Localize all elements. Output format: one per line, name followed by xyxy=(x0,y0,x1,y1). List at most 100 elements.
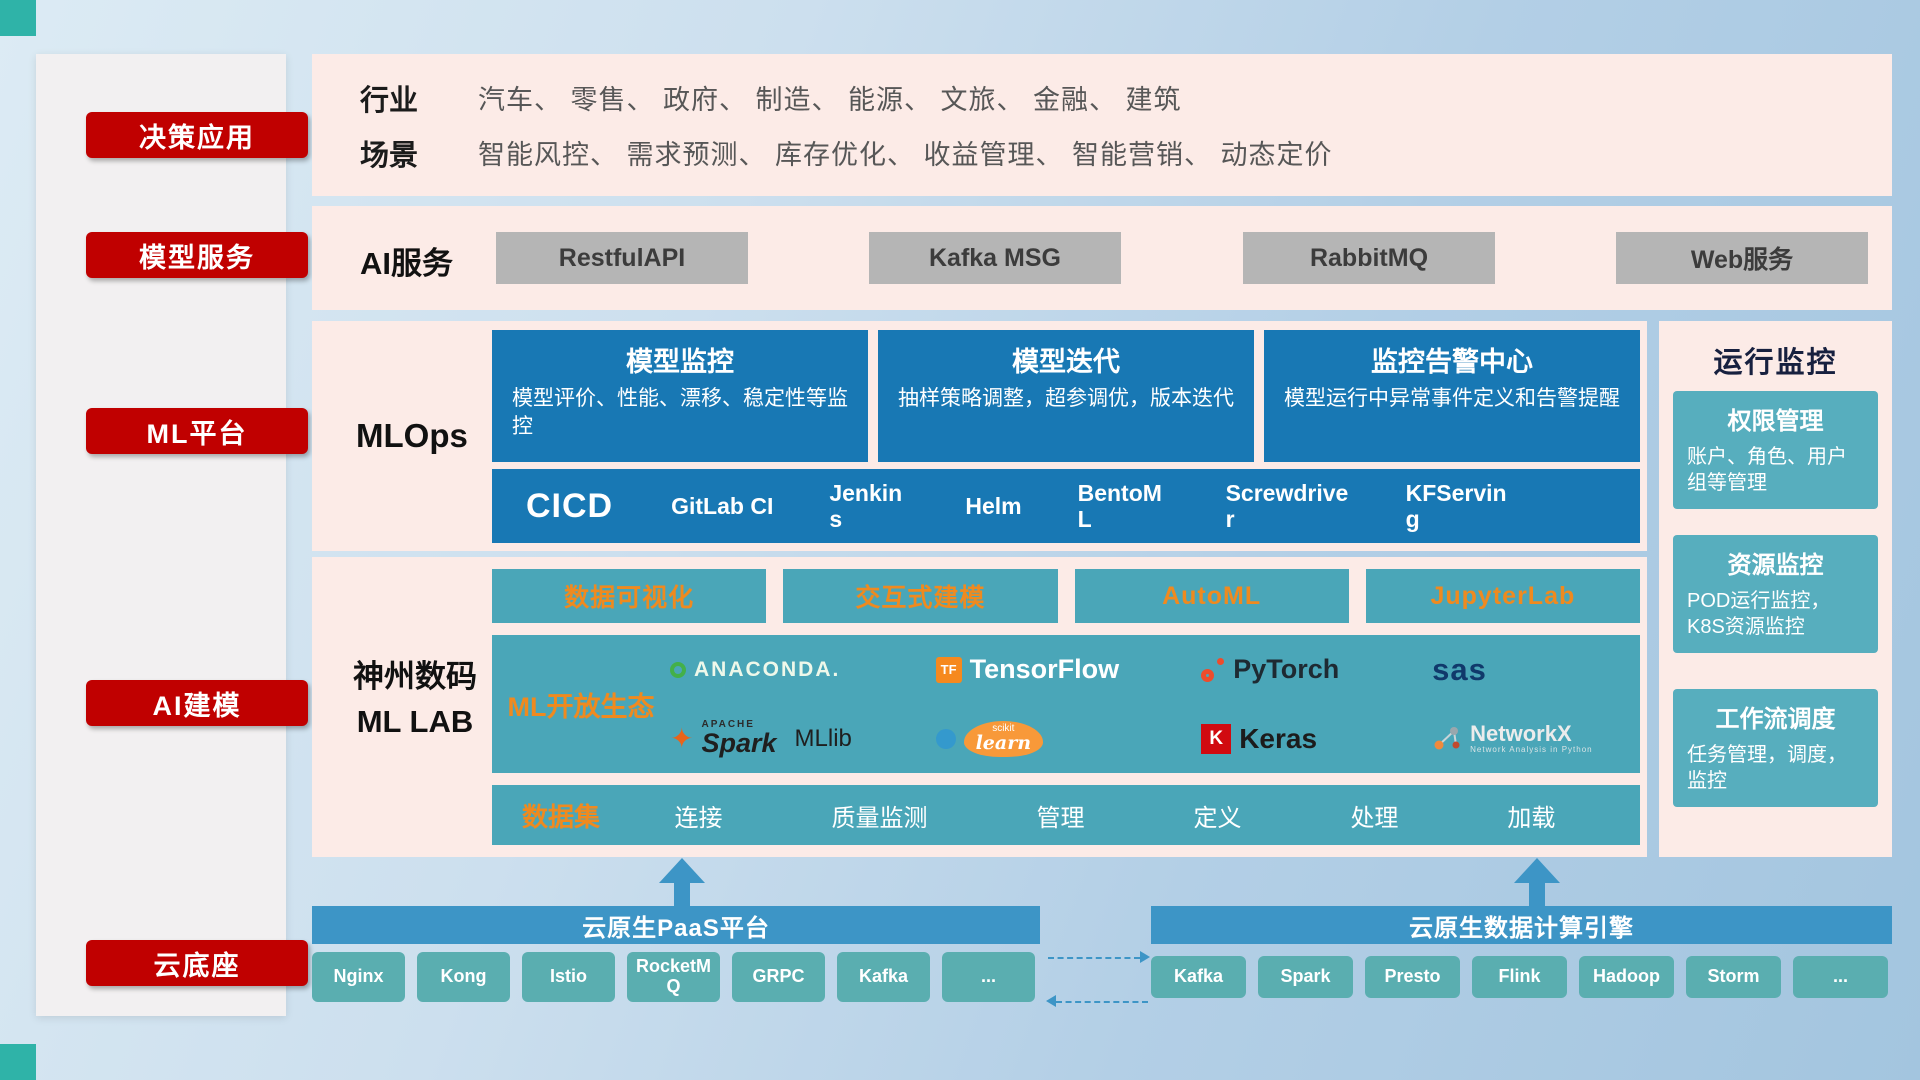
cicd-gitlab: GitLab CI xyxy=(671,492,774,519)
card-permission-mgmt: 权限管理 账户、角色、用户组等管理 xyxy=(1673,391,1878,509)
tool-interactive: 交互式建模 xyxy=(783,569,1058,623)
card-model-monitoring: 模型监控 模型评价、性能、漂移、稳定性等监控 xyxy=(492,330,868,462)
cicd-bar: CICD GitLab CI Jenkins Helm BentoML Scre… xyxy=(492,469,1640,543)
tool-data-viz: 数据可视化 xyxy=(492,569,767,623)
decorative-corner-square-bottom xyxy=(0,1044,36,1080)
mllib-text: MLlib xyxy=(794,724,852,752)
layer-ml-platform: ML平台 xyxy=(86,408,308,454)
dataset-quality: 质量监测 xyxy=(831,804,928,832)
spark-apache-text: APACHE xyxy=(701,719,755,730)
decorative-corner-square-top xyxy=(0,0,36,36)
logo-keras: K Keras xyxy=(1201,723,1432,755)
spark-text: Spark xyxy=(701,728,777,758)
layer-model-service: 模型服务 xyxy=(86,232,308,278)
card-alert-center: 监控告警中心 模型运行中异常事件定义和告警提醒 xyxy=(1264,330,1640,462)
spark-icon: ✦ xyxy=(670,722,694,754)
logo-networkx: NetworkX Network Analysis in Python xyxy=(1432,721,1640,755)
chip-kong: Kong xyxy=(417,952,510,1002)
chip-rocketmq: RocketMQ xyxy=(627,952,720,1002)
logo-tensorflow: TF TensorFlow xyxy=(935,654,1202,685)
card-desc: 任务管理，调度，监控 xyxy=(1687,744,1847,792)
ml-lab-label-line2: ML LAB xyxy=(356,703,474,739)
chip-spark: Spark xyxy=(1258,956,1353,998)
section-ai-service: AI服务 RestfulAPI Kafka MSG RabbitMQ Web服务 xyxy=(312,206,1892,310)
dataset-label: 数据集 xyxy=(522,801,601,832)
paas-header: 云原生PaaS平台 xyxy=(312,906,1040,944)
industry-list: 汽车、 零售、 政府、 制造、 能源、 文旅、 金融、 建筑 xyxy=(478,85,1182,115)
industry-label: 行业 xyxy=(360,84,419,117)
section-ml-lab: 神州数码 ML LAB 数据可视化 交互式建模 AutoML JupyterLa… xyxy=(312,557,1647,857)
keras-text: Keras xyxy=(1239,722,1318,754)
logo-scikit-learn: scikit learn xyxy=(935,720,1202,757)
tensorflow-icon: TF xyxy=(935,656,962,683)
eco-label: ML开放生态 xyxy=(507,691,655,722)
logo-anaconda: ANACONDA. xyxy=(670,658,936,682)
lab-tools-row: 数据可视化 交互式建模 AutoML JupyterLab xyxy=(492,569,1640,623)
card-resource-monitor: 资源监控 POD运行监控，K8S资源监控 xyxy=(1673,535,1878,653)
chip-nginx: Nginx xyxy=(312,952,405,1002)
scene-label: 场景 xyxy=(360,139,419,172)
card-title: 监控告警中心 xyxy=(1371,347,1533,377)
cicd-screwdriver: Screwdriver xyxy=(1225,479,1349,532)
ai-service-label: AI服务 xyxy=(360,246,453,281)
scene-list: 智能风控、 需求预测、 库存优化、 收益管理、 智能营销、 动态定价 xyxy=(478,140,1333,170)
networkx-text: NetworkX xyxy=(1470,721,1572,746)
engine-chips-row: Kafka Spark Presto Flink Hadoop Storm ..… xyxy=(1151,956,1888,998)
card-title: 工作流调度 xyxy=(1715,706,1836,733)
cicd-bentoml: BentoML xyxy=(1077,479,1162,532)
chip-hadoop: Hadoop xyxy=(1579,956,1674,998)
pytorch-text: PyTorch xyxy=(1233,654,1340,684)
dashed-connector-left xyxy=(1056,1001,1148,1003)
tool-automl: AutoML xyxy=(1074,569,1349,623)
chip-more2: ... xyxy=(1793,956,1888,998)
section-runtime-monitoring: 运行监控 权限管理 账户、角色、用户组等管理 资源监控 POD运行监控，K8S资… xyxy=(1659,321,1892,857)
card-desc: POD运行监控，K8S资源监控 xyxy=(1687,590,1831,638)
service-rabbitmq: RabbitMQ xyxy=(1243,232,1495,284)
scikit-learn-text: learn xyxy=(975,731,1032,754)
service-restfulapi: RestfulAPI xyxy=(496,232,748,284)
tensorflow-text: TensorFlow xyxy=(969,654,1120,684)
dataset-define: 定义 xyxy=(1193,804,1242,832)
cicd-jenkins: Jenkins xyxy=(829,479,903,532)
dashed-connector-right xyxy=(1048,957,1140,959)
chip-storm: Storm xyxy=(1686,956,1781,998)
keras-icon: K xyxy=(1201,723,1232,754)
scikit-icon xyxy=(935,728,956,749)
card-desc: 模型评价、性能、漂移、稳定性等监控 xyxy=(512,387,848,439)
card-title: 权限管理 xyxy=(1727,408,1824,435)
ml-lab-label-line1: 神州数码 xyxy=(353,659,477,694)
up-arrow-paas xyxy=(659,858,705,907)
card-desc: 模型运行中异常事件定义和告警提醒 xyxy=(1284,387,1620,410)
logo-pytorch: PyTorch xyxy=(1201,654,1432,685)
section-mlops: MLOps 模型监控 模型评价、性能、漂移、稳定性等监控 模型迭代 抽样策略调整… xyxy=(312,321,1647,551)
scikit-small-text: scikit xyxy=(992,722,1015,734)
runtime-monitoring-title: 运行监控 xyxy=(1713,347,1838,379)
card-title: 模型迭代 xyxy=(1012,347,1120,377)
chip-more: ... xyxy=(942,952,1035,1002)
sas-text: sas xyxy=(1432,651,1487,687)
chip-flink: Flink xyxy=(1472,956,1567,998)
chip-presto: Presto xyxy=(1365,956,1460,998)
card-desc: 抽样策略调整，超参调优，版本迭代 xyxy=(898,387,1234,410)
card-model-iteration: 模型迭代 抽样策略调整，超参调优，版本迭代 xyxy=(878,330,1254,462)
networkx-subtitle: Network Analysis in Python xyxy=(1470,745,1593,755)
ml-open-ecosystem: ML开放生态 ANACONDA. TF TensorFlow PyTorch s… xyxy=(492,635,1640,773)
dataset-bar: 数据集 连接 质量监测 管理 定义 处理 加载 xyxy=(492,785,1640,845)
left-layer-panel: 决策应用 模型服务 ML平台 AI建模 云底座 xyxy=(36,54,308,1016)
ml-lab-label: 神州数码 ML LAB xyxy=(330,655,500,745)
paas-chips-row: Nginx Kong Istio RocketMQ GRPC Kafka ... xyxy=(312,952,1035,1002)
cicd-helm: Helm xyxy=(965,492,1022,519)
layer-ai-modeling: AI建模 xyxy=(86,680,308,726)
mlops-label: MLOps xyxy=(356,417,468,454)
card-title: 资源监控 xyxy=(1727,552,1824,579)
logo-sas: sas xyxy=(1432,652,1640,688)
cicd-kfserving: KFServing xyxy=(1405,479,1507,532)
dashed-arrowhead-right xyxy=(1140,951,1150,963)
engine-header: 云原生数据计算引擎 xyxy=(1151,906,1892,944)
cicd-label: CICD xyxy=(526,486,614,525)
card-title: 模型监控 xyxy=(626,347,734,377)
chip-kafka2: Kafka xyxy=(1151,956,1246,998)
networkx-icon xyxy=(1434,727,1460,750)
chip-grpc: GRPC xyxy=(732,952,825,1002)
pytorch-icon xyxy=(1201,657,1225,682)
